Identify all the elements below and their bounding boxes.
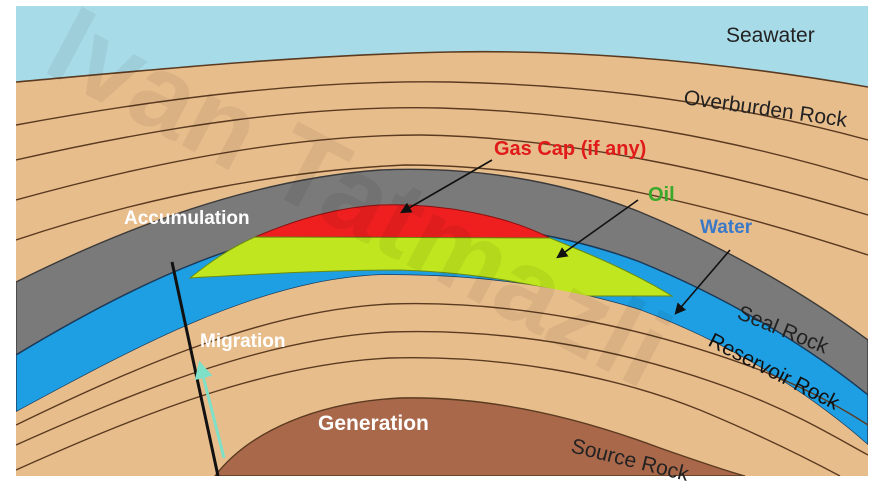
oil-pointer: [556, 199, 639, 259]
seafloor-line: [16, 50, 868, 88]
water-label: Water: [700, 217, 753, 238]
stratum-line: [16, 357, 841, 476]
oil-label: Oil: [648, 184, 675, 206]
migration-label: Migration: [200, 331, 286, 352]
stratum-line: [16, 107, 868, 181]
migration-arrow: [194, 360, 226, 459]
source-rock-layer: [214, 397, 746, 476]
stratum-line: [16, 302, 868, 426]
gas-cap-area: [254, 204, 551, 239]
gas-cap-pointer: [400, 159, 493, 214]
stratum-line: [16, 164, 868, 256]
seawater-layer: [16, 6, 868, 87]
generation-label: Generation: [318, 412, 429, 435]
accumulation-label: Accumulation: [124, 208, 250, 229]
lower-strata-rock: [16, 274, 868, 476]
seawater-label: Seawater: [726, 24, 815, 47]
stratum-line: [16, 134, 868, 216]
water-pointer: [674, 249, 731, 315]
stratum-line: [16, 330, 868, 456]
oil-area: [188, 236, 674, 297]
stratum-line: [16, 81, 868, 141]
gas-cap-label: Gas Cap (if any): [494, 138, 646, 160]
